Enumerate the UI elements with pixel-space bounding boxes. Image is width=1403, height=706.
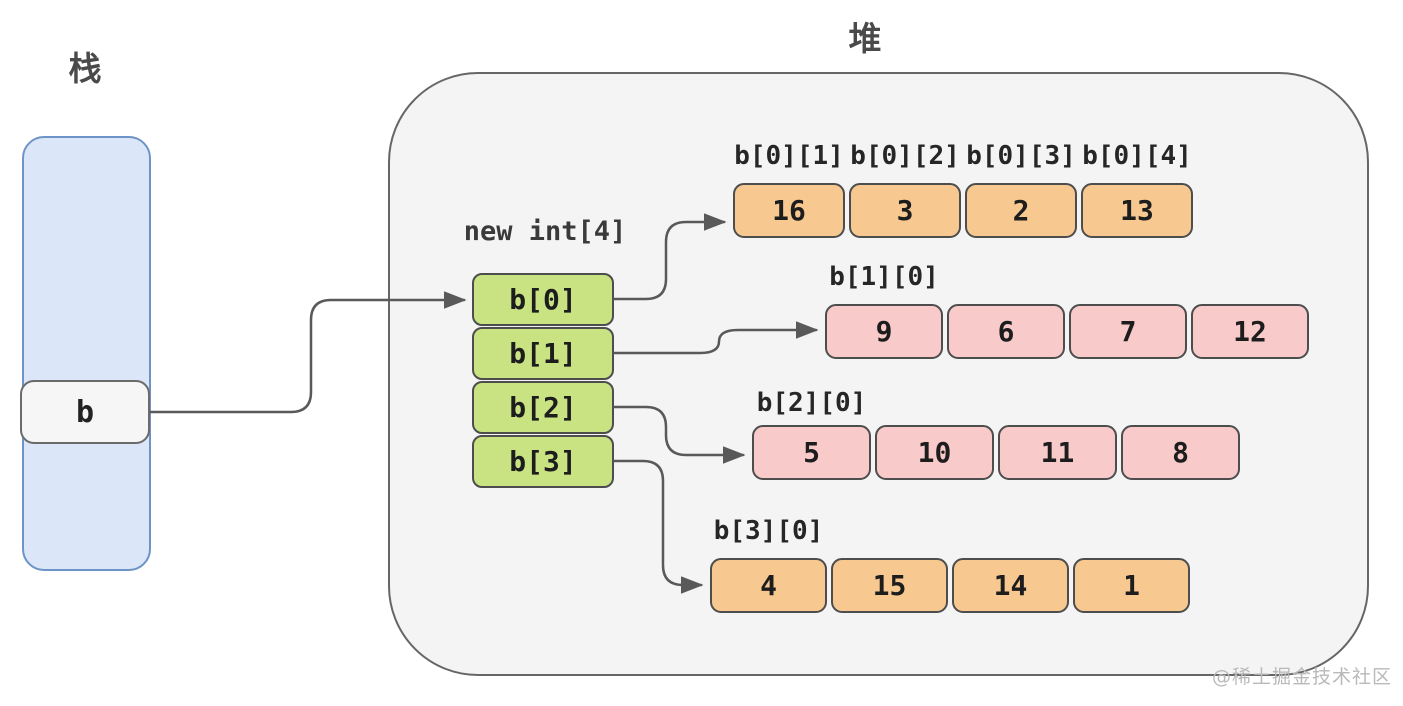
row3-label: b[3][0] — [713, 516, 824, 546]
ref-array: b[0] b[1] b[2] b[3] — [472, 273, 614, 488]
row0-label-1: b[0][2] — [850, 141, 960, 171]
ref-cell-b3: b[3] — [472, 435, 614, 488]
ref-cell-b0: b[0] — [472, 273, 614, 326]
row3-value-cell: 1 — [1073, 558, 1190, 613]
row0-label-2: b[0][3] — [966, 141, 1076, 171]
row2-value-cell: 10 — [875, 425, 994, 480]
row3-value-cell: 15 — [831, 558, 948, 613]
row0-label-3: b[0][4] — [1082, 141, 1192, 171]
stack-title: 栈 — [68, 49, 102, 88]
heap-title: 堆 — [848, 19, 882, 58]
row1-value-cell: 7 — [1069, 304, 1187, 359]
array-row-b3: 4 15 14 1 — [710, 558, 1190, 613]
ref-cell-b2: b[2] — [472, 381, 614, 434]
row2-value-cell: 11 — [998, 425, 1117, 480]
row0-value-cell: 3 — [849, 183, 961, 238]
array-row-b2: 5 10 11 8 — [752, 425, 1240, 480]
stack-region — [22, 136, 151, 571]
array-row-b1: 9 6 7 12 — [825, 304, 1309, 359]
array-row-b0: 16 3 2 13 — [733, 183, 1193, 238]
watermark: @稀土掘金技术社区 — [1212, 666, 1393, 688]
row0-value-cell: 13 — [1081, 183, 1193, 238]
row2-value-cell: 8 — [1121, 425, 1240, 480]
row1-label: b[1][0] — [829, 262, 939, 292]
row0-value-cell: 16 — [733, 183, 845, 238]
row0-label-0: b[0][1] — [734, 141, 844, 171]
stack-variable-b: b — [20, 380, 150, 444]
row2-label: b[2][0] — [756, 388, 867, 418]
row0-value-cell: 2 — [965, 183, 1077, 238]
row2-value-cell: 5 — [752, 425, 871, 480]
ref-array-label: new int[4] — [463, 216, 627, 247]
row3-value-cell: 14 — [952, 558, 1069, 613]
row1-value-cell: 9 — [825, 304, 943, 359]
row0-labels: b[0][1] b[0][2] b[0][3] b[0][4] — [733, 141, 1193, 171]
row1-value-cell: 6 — [947, 304, 1065, 359]
ref-cell-b1: b[1] — [472, 327, 614, 380]
row1-value-cell: 12 — [1191, 304, 1309, 359]
row3-value-cell: 4 — [710, 558, 827, 613]
